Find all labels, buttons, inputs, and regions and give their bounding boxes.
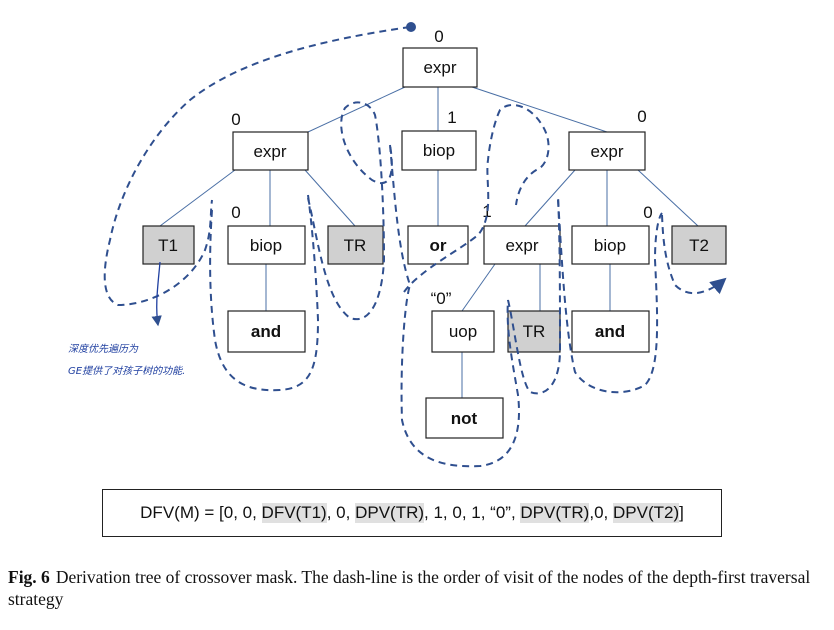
node-label: T1: [158, 236, 178, 255]
node-not: not: [425, 397, 504, 439]
node-or: or: [407, 225, 469, 265]
tree-edges: [159, 86, 699, 398]
node-index: 0: [643, 203, 652, 222]
node-label: not: [451, 409, 478, 428]
node-t2: T2 0: [643, 203, 727, 265]
node-left-biop: biop 0: [227, 203, 306, 265]
node-and-right: and: [571, 310, 650, 353]
node-mid-biop: biop 1: [401, 108, 477, 171]
node-and-left: and: [227, 310, 306, 353]
dfv-part-2: , 0,: [326, 503, 356, 522]
dfv-item-4: DPV(T2): [612, 503, 680, 523]
node-root: expr 0: [402, 27, 478, 88]
traversal-path: [103, 26, 727, 468]
node-index: 0: [637, 107, 646, 126]
caption-label: Fig. 6: [8, 567, 50, 587]
node-index: 1: [482, 202, 491, 221]
dfv-part-4: ,0,: [589, 503, 613, 522]
node-label: biop: [594, 236, 626, 255]
node-left-tr: TR: [327, 225, 384, 265]
handwritten-annotation: 深度优先遍历为 GE提供了对孩子树的功能.: [68, 261, 185, 377]
dfv-part-3: , 1, 0, 1, “0”,: [424, 503, 521, 522]
node-label: expr: [590, 142, 623, 161]
node-label: and: [595, 322, 625, 341]
node-right-expr: expr 0: [568, 107, 647, 171]
node-label: expr: [505, 236, 538, 255]
traversal-start-dot: [406, 22, 416, 32]
node-index: 0: [231, 110, 240, 129]
dfv-item-1: DFV(T1): [261, 503, 327, 523]
node-index: 1: [447, 108, 456, 127]
node-label: biop: [423, 141, 455, 160]
node-label: TR: [344, 236, 367, 255]
node-label: expr: [423, 58, 456, 77]
node-index: 0: [434, 27, 443, 46]
node-label: or: [430, 236, 447, 255]
node-label: and: [251, 322, 281, 341]
node-index: “0”: [431, 289, 452, 308]
node-index: 0: [231, 203, 240, 222]
node-inner-expr: expr 1: [482, 202, 561, 265]
node-right-biop: biop: [571, 225, 650, 265]
node-label: TR: [523, 322, 546, 341]
node-label: expr: [253, 142, 286, 161]
node-left-expr: expr 0: [231, 110, 309, 171]
caption-text: Derivation tree of crossover mask. The d…: [8, 567, 811, 609]
node-t1: T1: [142, 225, 195, 265]
node-inner-tr: TR: [507, 310, 561, 353]
dfv-formula-box: DFV(M) = [0, 0, DFV(T1), 0, DPV(TR), 1, …: [102, 489, 722, 537]
derivation-tree: expr 0 expr 0 biop 1 expr 0 T1 biop 0 TR…: [68, 22, 727, 468]
node-uop: uop “0”: [431, 289, 495, 353]
dfv-suffix: ]: [679, 503, 684, 522]
dfv-prefix: DFV(M) = [0, 0,: [140, 503, 262, 522]
node-label: uop: [449, 322, 477, 341]
handwritten-line-2: GE提供了对孩子树的功能.: [68, 365, 185, 377]
handwritten-line-1: 深度优先遍历为: [68, 343, 139, 355]
node-label: T2: [689, 236, 709, 255]
node-label: biop: [250, 236, 282, 255]
dfv-item-3: DPV(TR): [520, 503, 590, 523]
dfv-item-2: DPV(TR): [355, 503, 425, 523]
